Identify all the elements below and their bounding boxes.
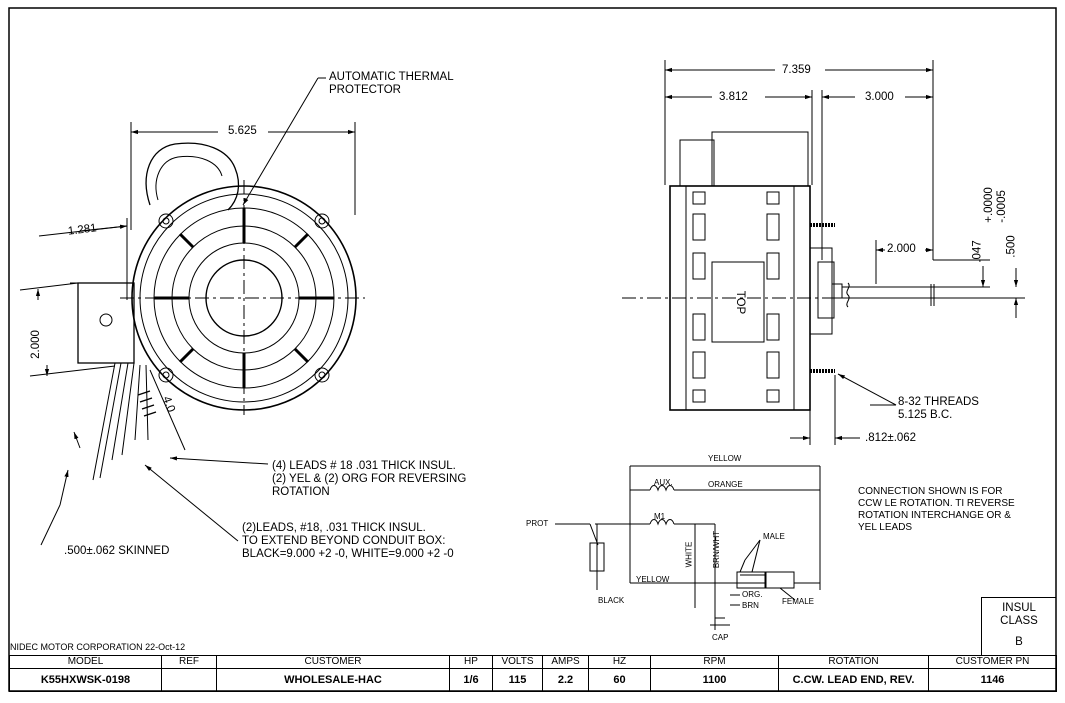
leads2-label: (2)LEADS, #18, .031 THICK INSUL. TO EXTE… (242, 522, 454, 560)
val-customer-pn: 1146 (928, 668, 1057, 692)
wire-black: BLACK (598, 596, 625, 605)
wire-brn: BRN (742, 601, 759, 610)
val-rpm: 1100 (650, 668, 779, 692)
wire-m1: M1 (654, 512, 666, 521)
connection-note: CONNECTION SHOWN IS FOR CCW LE ROTATION.… (858, 486, 1015, 533)
wiring-diagram (555, 465, 821, 630)
wire-aux: AUX. (654, 478, 673, 487)
wire-cap: CAP (712, 633, 729, 642)
val-amps: 2.2 (542, 668, 589, 692)
manufacturer-note: NIDEC MOTOR CORPORATION 22-Oct-12 (10, 642, 186, 652)
dim-812: .812±.062 (865, 432, 917, 444)
hdr-customer-pn: CUSTOMER PN (928, 655, 1057, 669)
skinned-label: .500±.062 SKINNED (64, 545, 170, 557)
hdr-rpm: RPM (650, 655, 779, 669)
dim-047: .047 (971, 240, 984, 263)
tolerance-label: +.0000 -.0005 (982, 187, 1008, 223)
threads-label: 8-32 THREADS 5.125 B.C. (898, 396, 979, 421)
val-ref (161, 668, 217, 692)
hdr-rotation: ROTATION (778, 655, 929, 669)
val-customer: WHOLESALE-HAC (216, 668, 450, 692)
hdr-ref: REF (161, 655, 217, 669)
dim-2000-shaft: 2.000 (887, 243, 916, 255)
val-volts: 115 (492, 668, 543, 692)
sheet-border (8, 7, 1057, 692)
dim-3000: 3.000 (865, 91, 894, 103)
hdr-hp: HP (449, 655, 493, 669)
hdr-amps: AMPS (542, 655, 589, 669)
wire-white: WHITE (684, 541, 694, 568)
thermal-protector-label: AUTOMATIC THERMAL PROTECTOR (329, 71, 454, 96)
hdr-customer: CUSTOMER (216, 655, 450, 669)
dim-3812: 3.812 (719, 91, 748, 103)
dim-500: .500 (1005, 235, 1018, 258)
hdr-model: MODEL (9, 655, 162, 669)
val-hz: 60 (588, 668, 651, 692)
hdr-hz: HZ (588, 655, 651, 669)
wire-orange: ORANGE (708, 480, 743, 489)
top-label: TOP (734, 290, 747, 315)
wire-yellow-bottom: YELLOW (636, 575, 670, 584)
val-hp: 1/6 (449, 668, 493, 692)
dim-7359: 7.359 (782, 64, 811, 76)
insul-class-box: INSUL CLASS B (981, 597, 1056, 655)
val-model: K55HXWSK-0198 (9, 668, 162, 692)
insul-class-value: B (1015, 636, 1023, 648)
title-block: MODEL REF CUSTOMER HP VOLTS AMPS HZ RPM … (9, 655, 1057, 692)
wire-org: ORG. (742, 590, 763, 599)
leads4-label: (4) LEADS # 18 .031 THICK INSUL. (2) YEL… (272, 460, 467, 498)
side-view (622, 60, 1025, 445)
wire-prot: PROT (526, 519, 549, 528)
dim-2000-left: 2.000 (29, 330, 42, 359)
end-view (19, 77, 365, 546)
dim-5625: 5.625 (228, 125, 257, 137)
title-block-header-row: MODEL REF CUSTOMER HP VOLTS AMPS HZ RPM … (9, 655, 1057, 669)
title-block-value-row: K55HXWSK-0198 WHOLESALE-HAC 1/6 115 2.2 … (9, 668, 1057, 692)
wire-brnwht: BRN/WHT (712, 530, 722, 569)
val-rotation: C.CW. LEAD END, REV. (778, 668, 929, 692)
insul-class-title: INSUL CLASS (1000, 602, 1038, 627)
wire-yellow-top: YELLOW (708, 454, 742, 463)
wire-male: MALE (763, 532, 785, 541)
wire-female: FEMALE (782, 597, 815, 606)
hdr-volts: VOLTS (492, 655, 543, 669)
